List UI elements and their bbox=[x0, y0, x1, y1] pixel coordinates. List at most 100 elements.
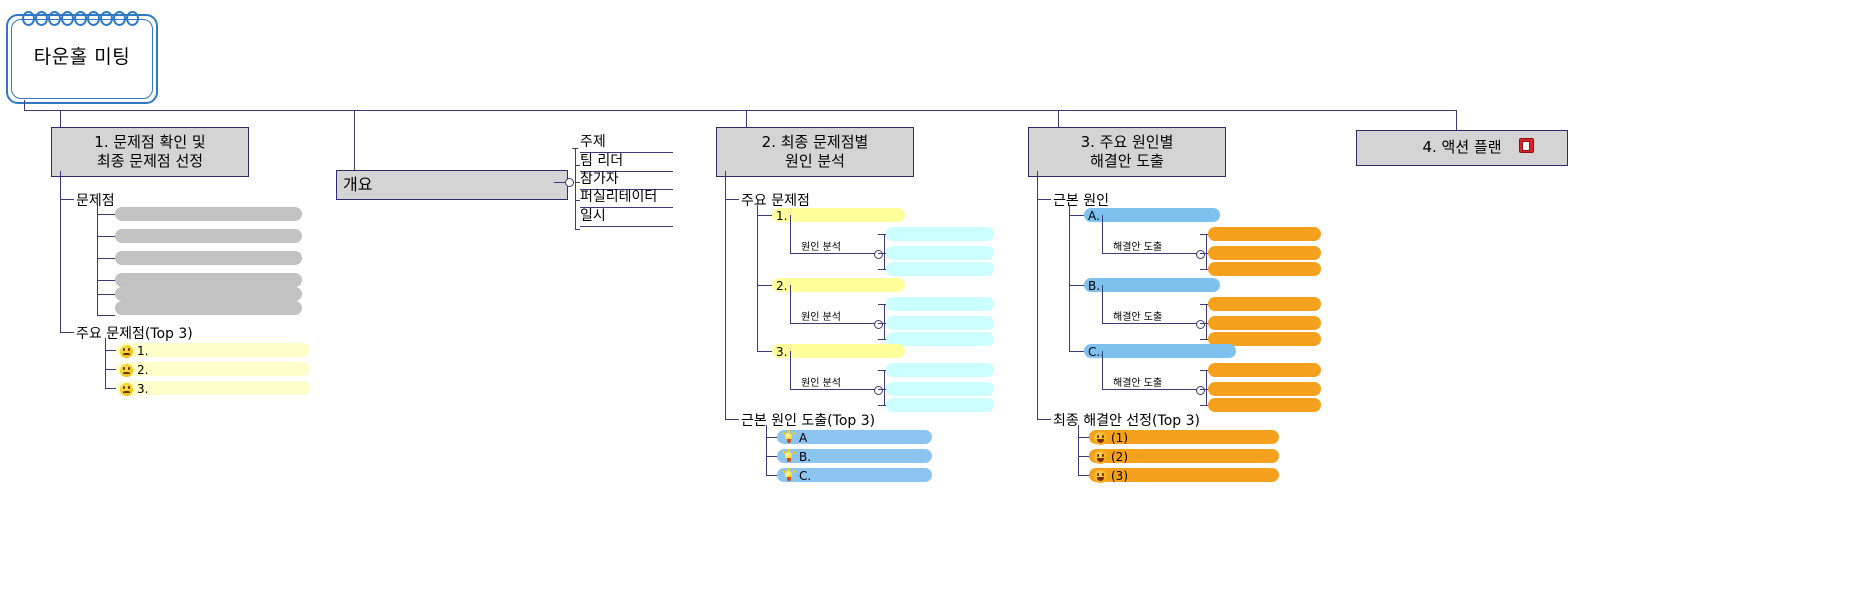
branch-2-cause-pill[interactable] bbox=[886, 262, 994, 276]
branch-2-problem-label: 2. bbox=[776, 279, 788, 293]
branch-2-top3-pill[interactable] bbox=[777, 449, 932, 463]
branch-3-cause-pill[interactable] bbox=[1084, 208, 1220, 222]
note-attachment-icon[interactable] bbox=[1519, 138, 1534, 153]
notepad-spiral-rings bbox=[22, 11, 144, 26]
branch-3-a-sub-line bbox=[1102, 253, 1200, 254]
overview-header[interactable]: 개요 bbox=[336, 170, 568, 200]
sub-tick bbox=[1200, 304, 1208, 305]
branch-1-problem-pill[interactable] bbox=[115, 229, 302, 243]
main-spine bbox=[24, 110, 1456, 111]
spine-drop-b2 bbox=[746, 110, 747, 127]
overview-item-4[interactable]: 퍼실리테이터 bbox=[580, 186, 673, 208]
branch-1-group-2-tick bbox=[60, 332, 74, 333]
item-tick bbox=[1078, 437, 1089, 438]
overview-item-5[interactable]: 일시 bbox=[580, 205, 673, 227]
branch-3-solution-pill[interactable] bbox=[1208, 227, 1321, 241]
branch-3-group-2-tick bbox=[1037, 419, 1051, 420]
branch-3-top3-pill[interactable] bbox=[1089, 468, 1279, 482]
branch-1-problem-pill[interactable] bbox=[115, 287, 302, 301]
branch-2-top3-pill[interactable] bbox=[777, 430, 932, 444]
root-node[interactable]: 타운홀 미팅 bbox=[6, 11, 158, 104]
branch-3-a-hub-dot bbox=[1196, 250, 1205, 259]
branch-3-solution-pill[interactable] bbox=[1208, 332, 1321, 346]
branch-2-cause-pill[interactable] bbox=[886, 398, 994, 412]
happy-face-icon bbox=[1094, 431, 1107, 445]
branch-1-header[interactable]: 1. 문제점 확인 및 최종 문제점 선정 bbox=[51, 127, 249, 177]
branch-2-cause-pill[interactable] bbox=[886, 332, 994, 346]
branch-2-cause-pill[interactable] bbox=[886, 227, 994, 241]
sub-tick bbox=[878, 323, 886, 324]
sub-tick bbox=[878, 269, 886, 270]
branch-3-group-1-rail bbox=[1069, 205, 1070, 351]
item-tick bbox=[97, 258, 115, 259]
branch-3-top3-item: (3) bbox=[1094, 469, 1128, 483]
branch-2-problem-pill[interactable] bbox=[772, 208, 905, 222]
item-tick bbox=[757, 215, 772, 216]
branch-3-top3-item-label: (1) bbox=[1111, 431, 1128, 445]
branch-1-top3-pill[interactable] bbox=[116, 362, 310, 376]
branch-2-cause-pill[interactable] bbox=[886, 363, 994, 377]
branch-1-top3-pill[interactable] bbox=[116, 381, 310, 395]
branch-1-problem-pill[interactable] bbox=[115, 207, 302, 221]
branch-3-a-fan bbox=[1206, 234, 1207, 269]
branch-2-title-line2: 원인 분석 bbox=[785, 152, 845, 170]
branch-2-top3-pill[interactable] bbox=[777, 468, 932, 482]
branch-3-solution-pill[interactable] bbox=[1208, 398, 1321, 412]
branch-2-p1-sub-line bbox=[790, 253, 878, 254]
branch-2-group-1-label: 주요 문제점 bbox=[741, 193, 810, 209]
branch-2-p1-hub-dot bbox=[874, 250, 883, 259]
branch-3-rail bbox=[1037, 171, 1038, 419]
branch-2-cause-pill[interactable] bbox=[886, 297, 994, 311]
branch-2-header[interactable]: 2. 최종 문제점별 원인 분석 bbox=[716, 127, 914, 177]
branch-4-header[interactable]: 4. 액션 플랜 bbox=[1356, 130, 1568, 166]
branch-3-solution-pill[interactable] bbox=[1208, 262, 1321, 276]
overview-item-2[interactable]: 팀 리더 bbox=[580, 150, 673, 172]
branch-3-top3-rail bbox=[1078, 425, 1079, 475]
branch-3-solution-pill[interactable] bbox=[1208, 297, 1321, 311]
branch-3-solution-pill[interactable] bbox=[1208, 246, 1321, 260]
root-stem bbox=[24, 100, 25, 110]
sub-tick bbox=[1200, 339, 1208, 340]
item-tick bbox=[105, 369, 116, 370]
branch-3-solution-pill[interactable] bbox=[1208, 363, 1321, 377]
sub-tick bbox=[1200, 389, 1208, 390]
branch-3-c-hub-dot bbox=[1196, 386, 1205, 395]
branch-3-c-sub-label: 해결안 도출 bbox=[1113, 378, 1163, 389]
branch-1-top3-pill[interactable] bbox=[116, 343, 310, 357]
branch-2-cause-pill[interactable] bbox=[886, 316, 994, 330]
overview-item-1[interactable]: 주제 bbox=[580, 131, 673, 153]
item-tick bbox=[766, 437, 777, 438]
branch-3-solution-pill[interactable] bbox=[1208, 316, 1321, 330]
branch-1-group-1-label: 문제점 bbox=[76, 193, 115, 209]
branch-2-p1-fan bbox=[884, 234, 885, 269]
branch-1-title-line1: 1. 문제점 확인 및 bbox=[94, 132, 206, 151]
item-tick bbox=[105, 350, 116, 351]
branch-3-group-2-label: 최종 해결안 선정(Top 3) bbox=[1053, 413, 1200, 429]
spine-drop-overview bbox=[354, 110, 355, 170]
branch-1-top3-rail bbox=[105, 338, 106, 388]
branch-3-cause-pill[interactable] bbox=[1084, 278, 1220, 292]
branch-3-top3-item: (1) bbox=[1094, 431, 1128, 445]
branch-3-top3-pill[interactable] bbox=[1089, 449, 1279, 463]
branch-2-problem-label: 3. bbox=[776, 345, 788, 359]
branch-2-cause-pill[interactable] bbox=[886, 382, 994, 396]
branch-2-problem-pill[interactable] bbox=[772, 344, 905, 358]
branch-1-title-line2: 최종 문제점 선정 bbox=[96, 152, 204, 170]
branch-1-top3-item-label: 2. bbox=[137, 363, 149, 377]
branch-1-problem-pill[interactable] bbox=[115, 301, 302, 315]
branch-3-b-sub-label: 해결안 도출 bbox=[1113, 312, 1163, 323]
branch-3-header[interactable]: 3. 주요 원인별 해결안 도출 bbox=[1028, 127, 1226, 177]
branch-2-top3-item: B. bbox=[782, 448, 811, 464]
branch-2-rail bbox=[725, 171, 726, 419]
branch-3-top3-pill[interactable] bbox=[1089, 430, 1279, 444]
branch-3-title-line1: 3. 주요 원인별 bbox=[1080, 132, 1174, 151]
branch-3-cause-pill[interactable] bbox=[1084, 344, 1236, 358]
branch-2-problem-pill[interactable] bbox=[772, 278, 905, 292]
sub-tick bbox=[1200, 370, 1208, 371]
branch-2-cause-pill[interactable] bbox=[886, 246, 994, 260]
item-tick bbox=[105, 388, 116, 389]
branch-1-problem-pill[interactable] bbox=[115, 273, 302, 287]
branch-3-solution-pill[interactable] bbox=[1208, 382, 1321, 396]
overview-item-3[interactable]: 참가자 bbox=[580, 168, 673, 190]
branch-1-problem-pill[interactable] bbox=[115, 251, 302, 265]
